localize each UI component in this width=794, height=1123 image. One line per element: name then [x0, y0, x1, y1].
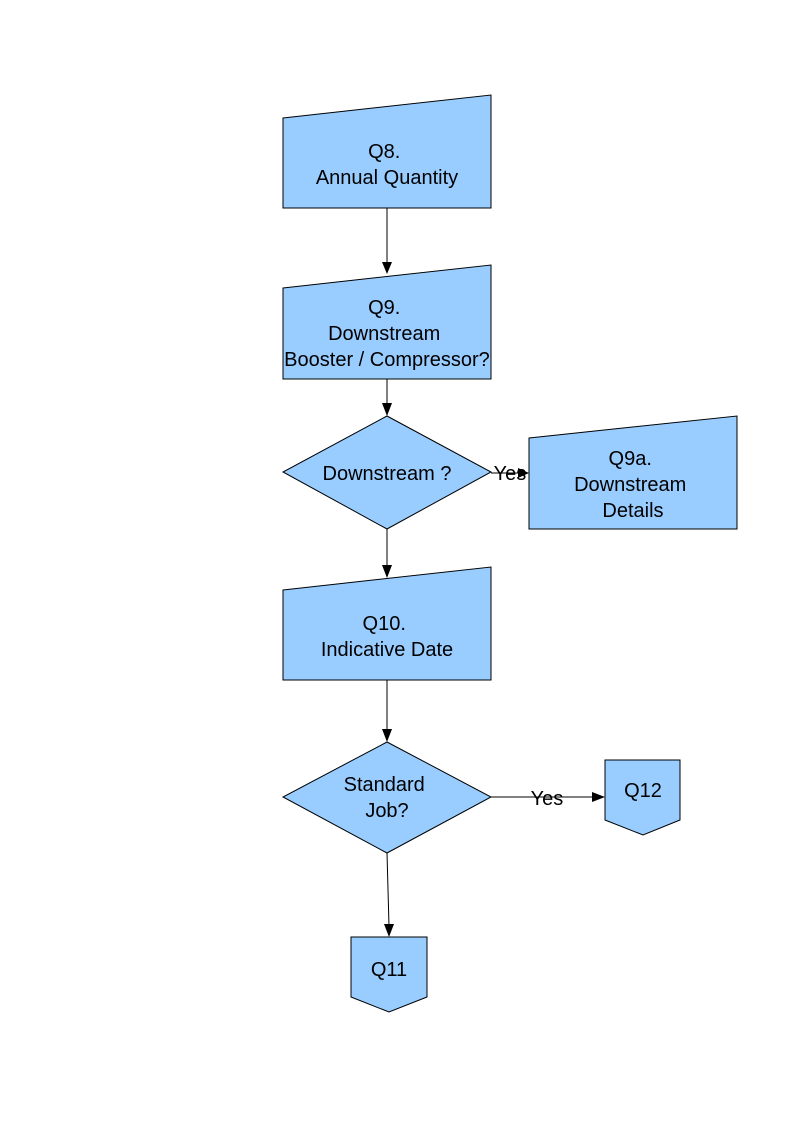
node-label: Q8.: [368, 141, 400, 163]
svg-text:Q9. Downstream Boo: Q9. Downstream Booster / Compressor?: [284, 297, 490, 371]
node-standard-job-decision[interactable]: Standard Job?: [281, 741, 493, 854]
node-label: Q9a.: [609, 448, 652, 470]
node-label: Downstream: [328, 323, 440, 345]
svg-text:Q10. Indicative Date: Q10. Indicative Date: [321, 613, 453, 661]
svg-text:Q11: Q11: [371, 959, 407, 981]
svg-text:Q12: Q12: [624, 780, 662, 802]
node-q9[interactable]: Q9. Downstream Booster / Compressor?: [282, 264, 492, 380]
svg-text:Downstream ?: Downstream ?: [323, 463, 452, 485]
edge-q8-to-q9: [382, 201, 392, 274]
svg-text:Standard Job?: Standard Job?: [344, 774, 431, 822]
node-label: Q12: [624, 780, 662, 802]
node-label: Job?: [365, 800, 408, 822]
manual-input-shape: [282, 94, 492, 209]
edge-label-yes: Yes: [494, 463, 527, 485]
edge-standard-job-to-q11: [384, 852, 394, 937]
svg-text:Q9a. Downstream De: Q9a. Downstream Details: [574, 448, 692, 522]
node-q9a[interactable]: Q9a. Downstream Details: [528, 415, 738, 530]
off-page-connector-shape: [604, 759, 681, 836]
node-label: Downstream: [574, 474, 686, 496]
manual-input-shape: [282, 264, 492, 380]
node-downstream-decision[interactable]: Downstream ?: [281, 415, 493, 530]
edge-label-yes: Yes: [531, 788, 564, 810]
edge-q10-to-standard-job: [382, 673, 392, 742]
decision-diamond: [281, 741, 493, 854]
node-label: Q11: [371, 959, 407, 981]
node-label: Details: [602, 500, 663, 522]
node-label: Standard: [344, 774, 425, 796]
decision-diamond: [281, 415, 493, 530]
manual-input-shape: [282, 566, 492, 681]
node-q8[interactable]: Q8. Annual Quantity: [282, 94, 492, 209]
node-label: Q10.: [363, 613, 406, 635]
node-label: Booster / Compressor?: [284, 349, 490, 371]
connectors: [382, 201, 605, 937]
node-label: Downstream ?: [323, 463, 452, 485]
edge-downstream-to-q9a: [491, 468, 529, 478]
manual-input-shape: [528, 415, 738, 530]
node-label: Indicative Date: [321, 639, 453, 661]
node-q11[interactable]: Q11: [350, 936, 428, 1013]
node-q10[interactable]: Q10. Indicative Date: [282, 566, 492, 681]
node-label: Annual Quantity: [316, 167, 458, 189]
edge-standard-job-to-q12: [491, 792, 605, 802]
node-label: Q9.: [368, 297, 400, 319]
off-page-connector-shape: [350, 936, 428, 1013]
node-q12[interactable]: Q12: [604, 759, 681, 836]
svg-text:Q8. Annual Quantity: Q8. Annual Quantity: [316, 141, 458, 189]
edge-downstream-to-q10: [382, 529, 392, 578]
